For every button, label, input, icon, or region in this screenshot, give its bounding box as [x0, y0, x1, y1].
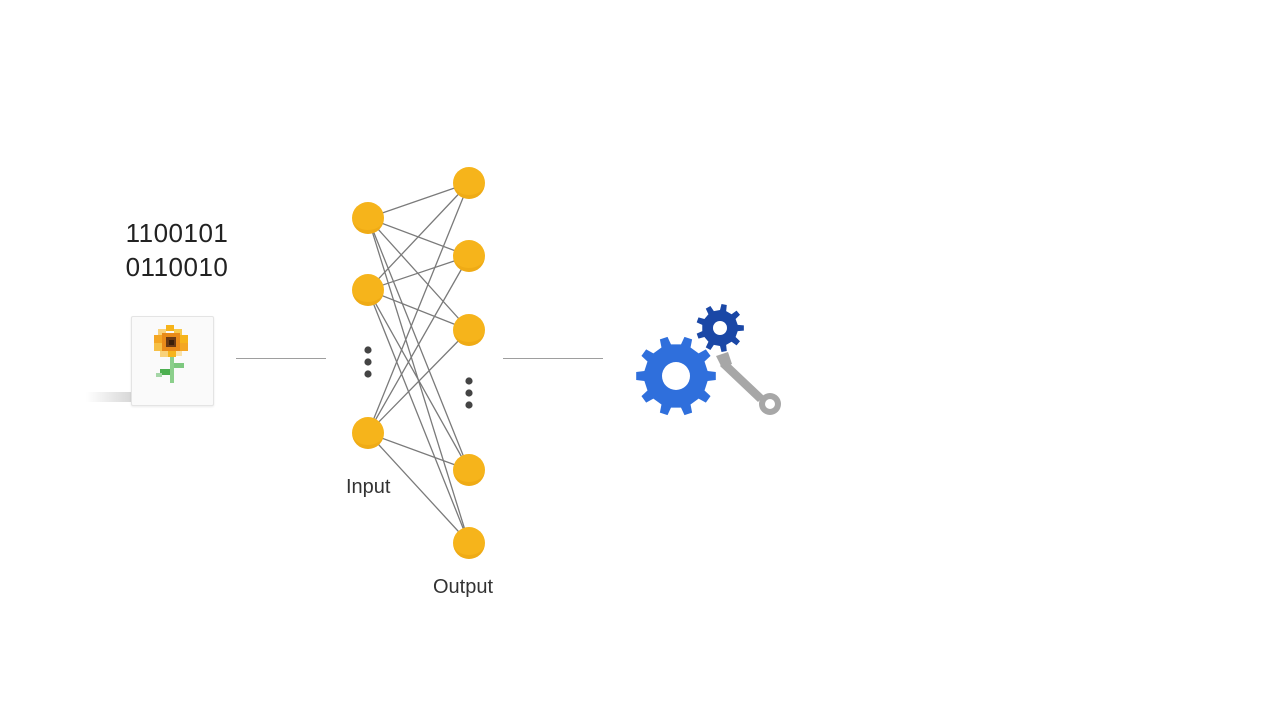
- output-node: [453, 454, 485, 486]
- connector-right: [503, 358, 603, 359]
- network-edge: [367, 289, 470, 544]
- network-edge: [367, 182, 470, 434]
- binary-data-text: 1100101 0110010: [112, 216, 242, 284]
- network-edge: [367, 255, 470, 291]
- output-ellipsis-dot: [465, 401, 473, 409]
- network-edge: [367, 432, 470, 471]
- image-card-shadow: [86, 392, 132, 402]
- network-edge: [367, 255, 470, 434]
- output-node: [453, 314, 485, 346]
- input-ellipsis-dot: [364, 346, 372, 354]
- layer-ellipses: [364, 346, 473, 409]
- input-node: [352, 274, 384, 306]
- connector-left: [236, 358, 326, 359]
- network-edges: [367, 182, 470, 544]
- small-gear-icon: [696, 304, 744, 352]
- network-edge: [367, 329, 470, 434]
- input-ellipsis-dot: [364, 370, 372, 378]
- input-layer-label: Input: [346, 476, 391, 498]
- network-edge: [367, 182, 470, 291]
- wrench-icon: [716, 352, 781, 415]
- output-node: [453, 527, 485, 559]
- input-node: [352, 202, 384, 234]
- input-node: [352, 417, 384, 449]
- output-node: [453, 167, 485, 199]
- output-node: [453, 240, 485, 272]
- output-ellipsis-dot: [465, 389, 473, 397]
- gears-and-wrench-icon: [636, 304, 781, 416]
- binary-line-1: 1100101: [125, 218, 229, 248]
- network-edge: [367, 217, 470, 331]
- network-nodes: [352, 167, 485, 559]
- network-edge: [367, 289, 470, 471]
- binary-line-2: 0110010: [125, 252, 229, 282]
- sunflower-image-icon: [154, 325, 188, 383]
- network-edge: [367, 182, 470, 219]
- output-ellipsis-dot: [465, 377, 473, 385]
- network-edge: [367, 432, 470, 544]
- output-layer-label: Output: [433, 576, 494, 598]
- large-gear-icon: [636, 336, 716, 416]
- input-ellipsis-dot: [364, 358, 372, 366]
- image-card: [131, 316, 214, 406]
- network-edge: [367, 289, 470, 331]
